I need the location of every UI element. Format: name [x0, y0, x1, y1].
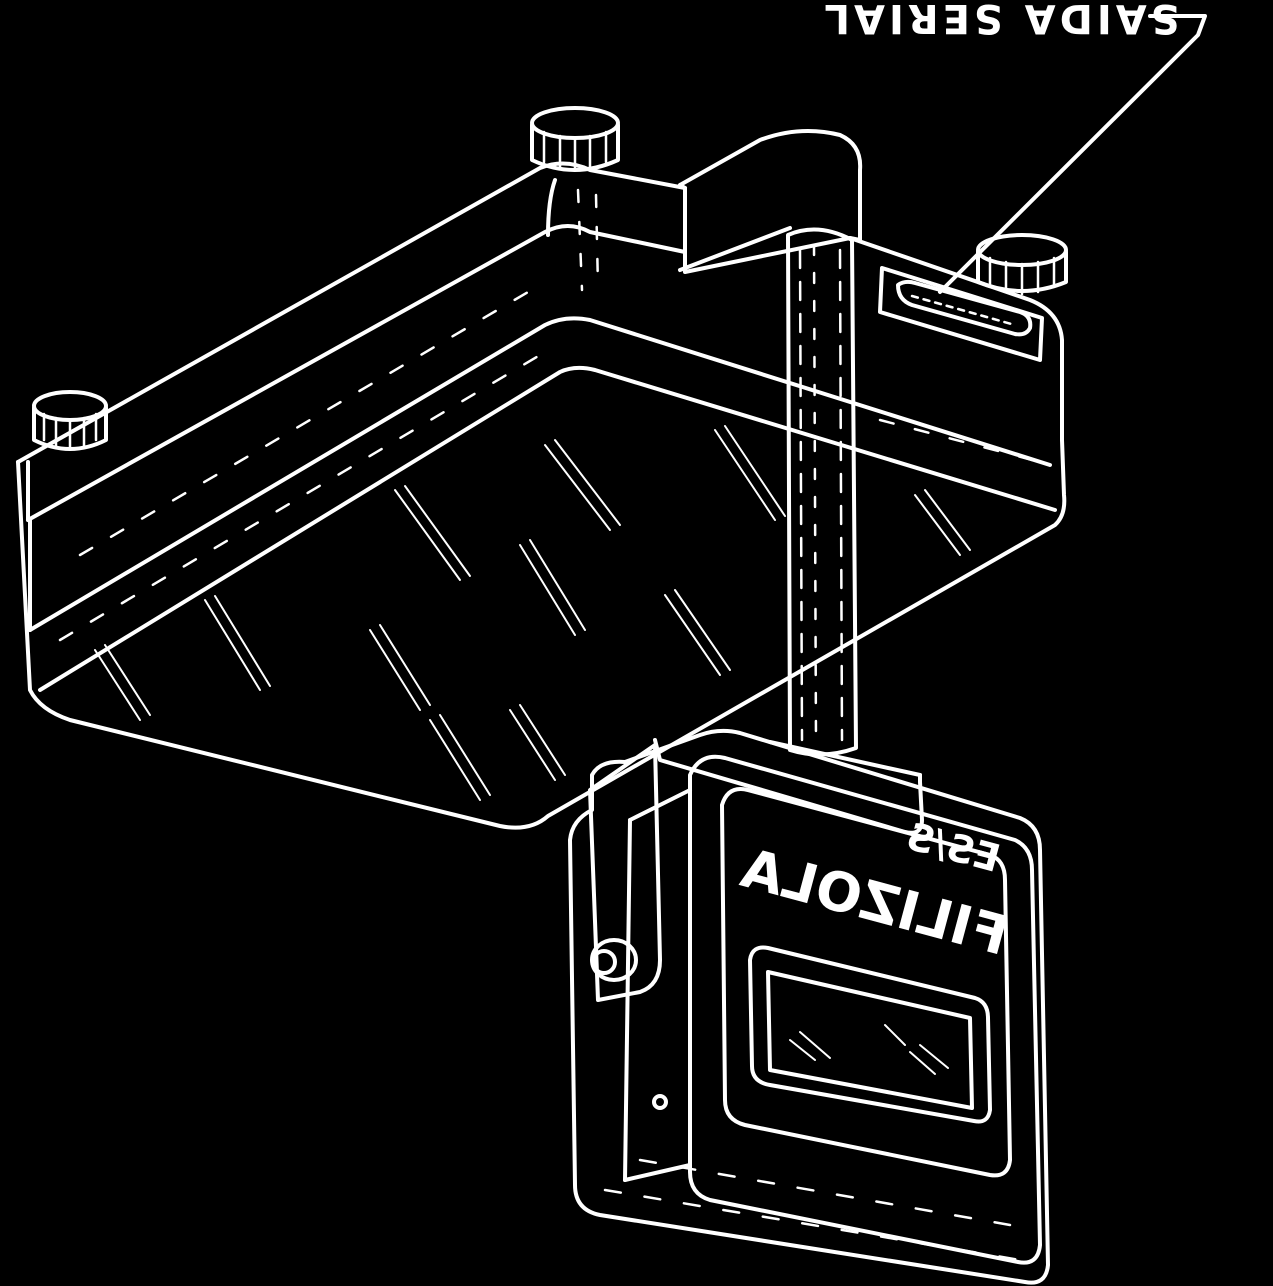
indicator-housing [568, 728, 1050, 1285]
model-label: ES/S [902, 814, 1005, 881]
display-window [748, 945, 992, 1124]
indicator-labels: FILIZOLA ES/S [735, 814, 1015, 968]
support-column [786, 227, 858, 757]
leveling-feet [32, 106, 1068, 451]
foot-right [976, 233, 1068, 296]
foot-top [530, 106, 620, 172]
platform-base [16, 161, 1067, 830]
platform-shading [94, 425, 971, 801]
column-bracket [678, 129, 863, 272]
foot-left [32, 390, 108, 451]
serial-connector [878, 266, 1044, 362]
callout-label: SAIDA SERIAL [821, 0, 1180, 41]
serial-callout: SAIDA SERIAL [821, 0, 1207, 294]
